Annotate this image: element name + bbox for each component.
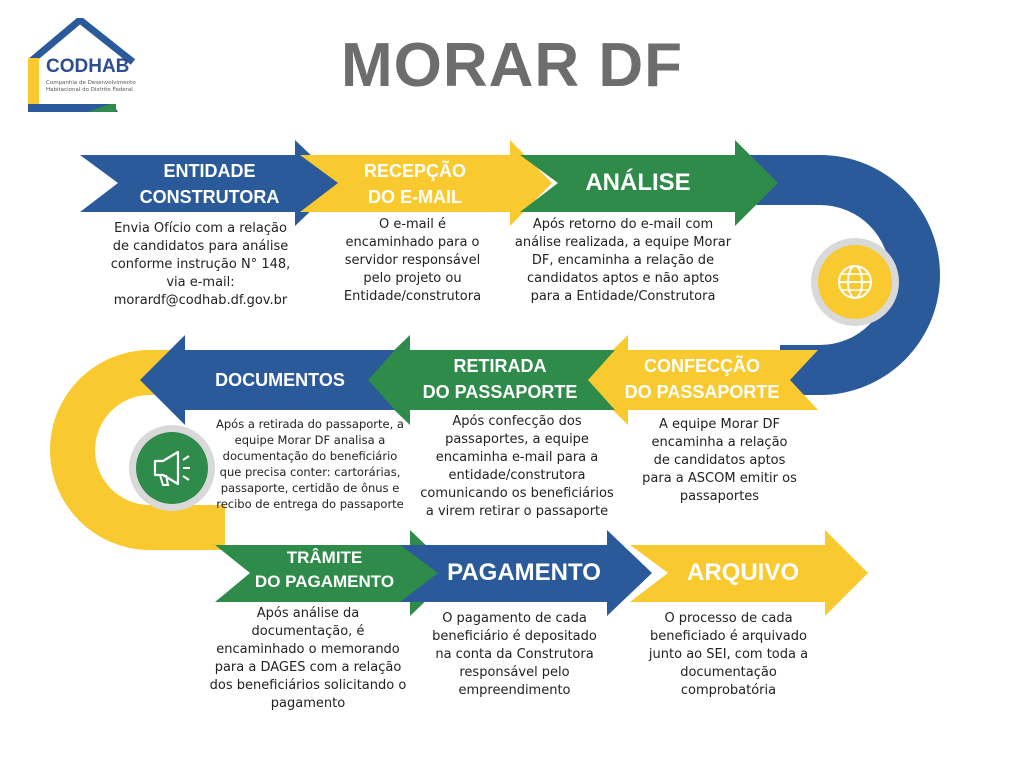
left-curve-connector xyxy=(50,350,225,550)
arrow-documentos xyxy=(140,335,395,425)
arrow-arquivo xyxy=(630,530,868,616)
step-description-arquivo: O processo de cada beneficiado é arquiva… xyxy=(648,611,809,698)
arrow-tramite-pagamento xyxy=(215,530,455,616)
logo-brand: CODHAB xyxy=(46,56,130,77)
globe-icon xyxy=(811,238,899,326)
step-description-retirada-passaporte: Após confecção dos passaportes, a equipe… xyxy=(420,414,614,519)
step-description-confeccao-passaporte: A equipe Morar DF encaminha a relação de… xyxy=(642,417,797,504)
step-description-documentos: Após a retirada do passaporte, a equipe … xyxy=(216,417,404,511)
step-label-analise: ANÁLISE xyxy=(585,169,691,196)
step-description-analise: Após retorno do e-mail com análise reali… xyxy=(514,217,732,304)
arrow-confeccao-passaporte xyxy=(582,335,818,425)
arrow-pagamento xyxy=(400,530,652,616)
arrow-recepcao-email xyxy=(300,140,552,226)
codhab-logo: CODHAB Companhia de Desenvolvimento Habi… xyxy=(28,18,153,118)
megaphone-icon xyxy=(129,425,215,511)
arrow-entidade-construtora xyxy=(80,140,340,226)
step-description-entidade-construtora: Envia Ofício com a relação de candidatos… xyxy=(110,221,291,308)
step-description-recepcao-email: O e-mail é encaminhado para o servidor r… xyxy=(343,217,482,304)
step-description-pagamento: O pagamento de cada beneficiário é depos… xyxy=(432,611,597,698)
step-label-pagamento: PAGAMENTO xyxy=(447,559,601,586)
arrow-retirada-passaporte xyxy=(363,335,615,425)
right-curve-connector xyxy=(740,155,940,395)
step-label-arquivo: ARQUIVO xyxy=(686,559,799,586)
step-label-documentos: DOCUMENTOS xyxy=(215,370,345,390)
logo-house-icon xyxy=(28,18,136,112)
step-description-tramite-pagamento: Após análise da documentação, é encaminh… xyxy=(209,606,407,711)
arrow-analise xyxy=(520,140,778,226)
logo-subtitle: Companhia de Desenvolvimento Habitaciona… xyxy=(46,80,136,93)
page-title: MORAR DF xyxy=(340,31,684,100)
